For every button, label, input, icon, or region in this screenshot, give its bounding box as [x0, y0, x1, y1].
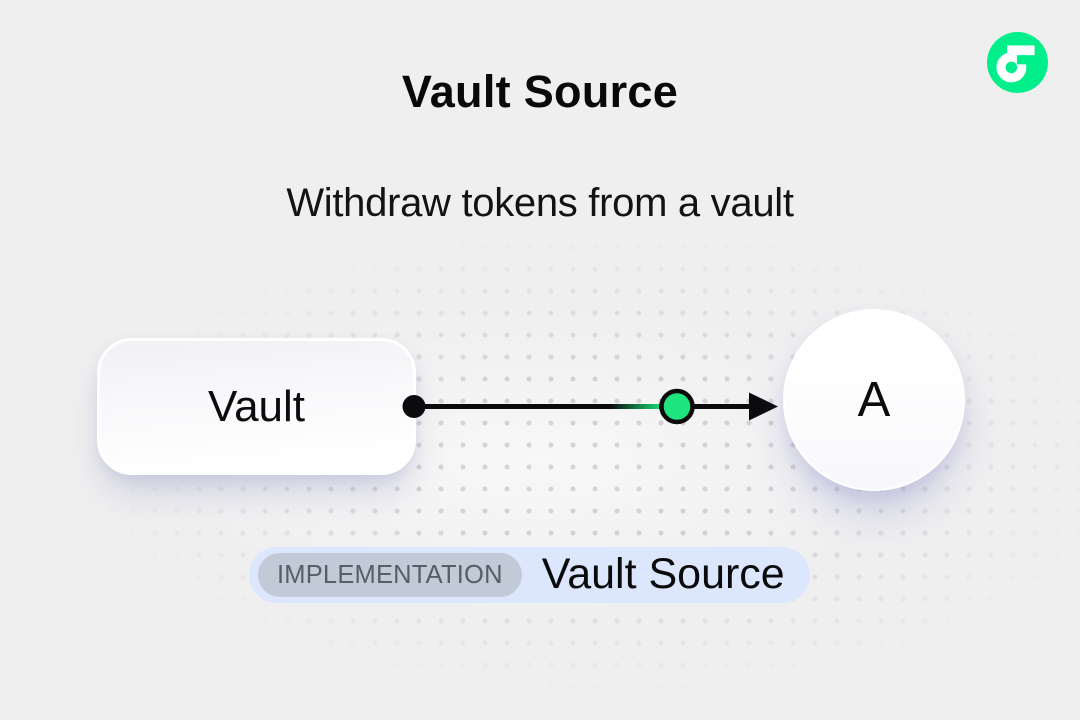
- vault-node: Vault: [97, 338, 416, 475]
- account-node: A: [783, 309, 965, 491]
- token-dot-icon: [659, 388, 695, 425]
- flow-logo-icon: [987, 32, 1048, 93]
- implementation-badge-label: Vault Source: [541, 549, 785, 598]
- page-title: Vault Source: [401, 66, 679, 117]
- implementation-tag: IMPLEMENTATION: [258, 553, 522, 597]
- vault-node-label: Vault: [207, 381, 306, 431]
- arrow-head-icon: [749, 392, 778, 421]
- page-subtitle: Withdraw tokens from a vault: [286, 181, 794, 225]
- connector-arrow: [402, 388, 778, 425]
- account-node-label: A: [857, 373, 891, 427]
- implementation-badge: IMPLEMENTATION Vault Source: [249, 547, 810, 603]
- arrow-start-dot-icon: [402, 395, 426, 418]
